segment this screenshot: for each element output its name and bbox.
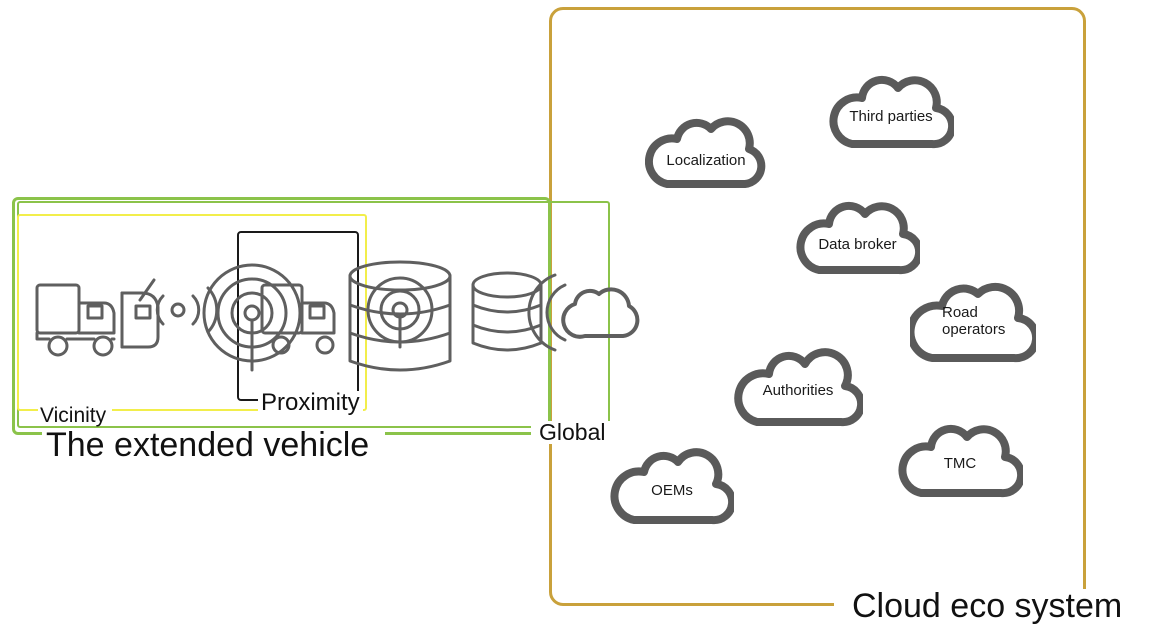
- connection-arcs-icon: [527, 273, 567, 352]
- radio-tower-icon: [202, 263, 302, 372]
- cloud-tmc: TMC: [897, 415, 1023, 505]
- cloud-label: Data broker: [818, 236, 897, 253]
- cloud-icon: [898, 424, 1023, 498]
- cloud-label: OEMs: [651, 482, 693, 499]
- cloud-label: TMC: [943, 455, 977, 472]
- cloud-road-operators: Road operators: [910, 272, 1036, 370]
- truck-front-icon: [120, 278, 160, 349]
- cloud-data-broker: Data broker: [795, 194, 920, 282]
- cloud-label: Authorities: [762, 382, 834, 399]
- truck-icon: [260, 283, 336, 355]
- cloud-icon: [645, 117, 766, 188]
- cloud-icon: [734, 348, 863, 427]
- cloud-icon: [610, 448, 734, 525]
- cloud-label-line: Road: [942, 304, 978, 321]
- cloud-icon: [829, 75, 954, 149]
- cloud-label-line: operators: [942, 321, 1006, 339]
- truck-icon: [35, 283, 116, 357]
- extended-vehicle-label: The extended vehicle: [42, 428, 386, 462]
- database-signal-icon: [348, 260, 452, 372]
- cloud-icon: [796, 201, 920, 275]
- cloud-oems: OEMs: [610, 440, 734, 532]
- cloud-label: Road operators: [910, 304, 1036, 339]
- cloud-label: Third parties: [849, 108, 933, 125]
- vicinity-label: Vicinity: [38, 405, 113, 426]
- cloud-eco-system-label: Cloud eco system: [834, 589, 1129, 623]
- cloud-icon: [561, 287, 640, 339]
- cloud-third-parties: Third parties: [828, 68, 954, 156]
- cloud-icon: [910, 282, 1036, 363]
- database-icon: [471, 271, 543, 352]
- cloud-authorities: Authorities: [733, 342, 863, 434]
- vicinity-frame: [17, 214, 367, 411]
- cloud-localization: Localization: [645, 110, 767, 196]
- proximity-label: Proximity: [258, 391, 363, 415]
- cloud-label: Localization: [666, 152, 746, 169]
- global-label: Global: [531, 421, 614, 444]
